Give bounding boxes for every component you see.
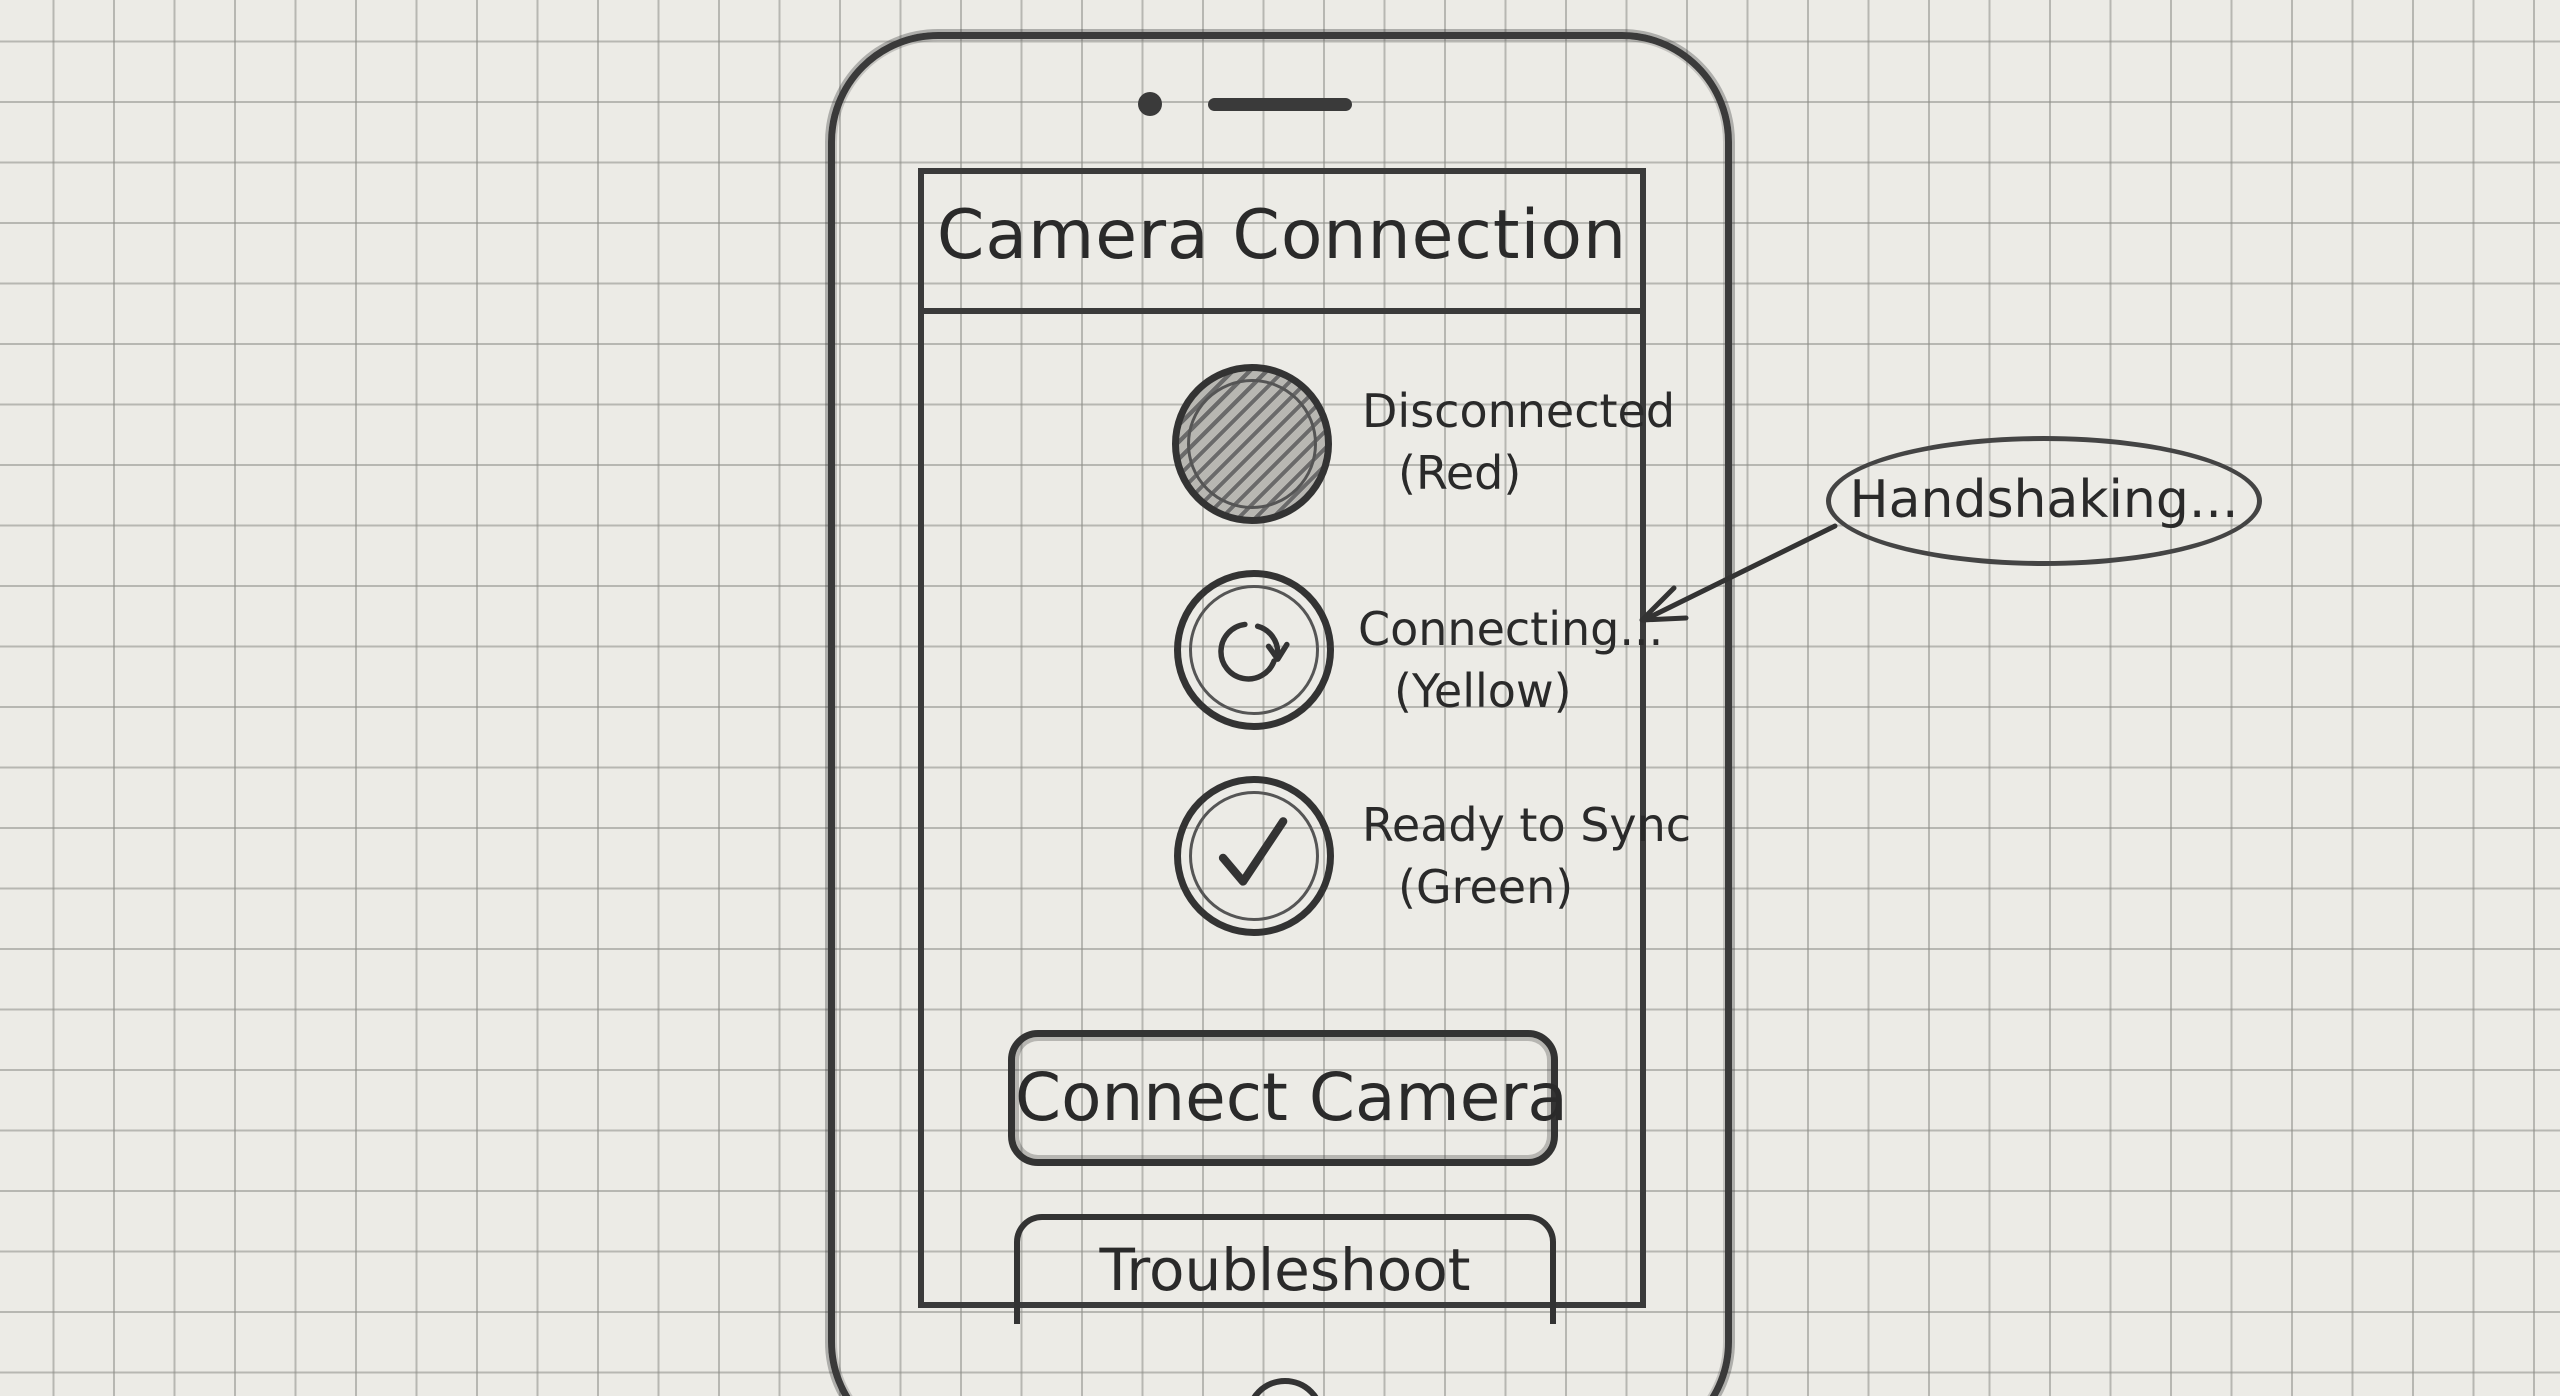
status-disconnected: Disconnected (Red) <box>1362 380 1675 504</box>
speaker-grille <box>1208 98 1352 111</box>
front-camera-icon <box>1138 92 1162 116</box>
checkmark-icon <box>1174 776 1334 936</box>
refresh-icon <box>1174 570 1334 730</box>
status-connecting: Connecting... (Yellow) <box>1358 598 1663 722</box>
annotation-text: Handshaking... <box>1849 470 2239 530</box>
status-color-note: (Green) <box>1398 860 1574 914</box>
status-label: Connecting... <box>1358 602 1664 656</box>
annotation-arrow <box>1639 523 1838 623</box>
annotation-bubble <box>1826 436 2262 566</box>
app-screen <box>918 168 1646 1308</box>
status-label: Disconnected <box>1362 384 1676 438</box>
page-title: Camera Connection <box>936 196 1628 275</box>
status-label: Ready to Sync <box>1362 798 1692 852</box>
status-ready: Ready to Sync (Green) <box>1362 794 1691 918</box>
troubleshoot-button[interactable]: Troubleshoot <box>1014 1214 1556 1324</box>
phone-frame <box>828 32 1732 1396</box>
connect-camera-button[interactable]: Connect Camera <box>1008 1030 1568 1166</box>
status-color-note: (Yellow) <box>1394 664 1572 718</box>
status-color-note: (Red) <box>1398 446 1522 500</box>
title-divider <box>918 308 1646 314</box>
hatched-circle-icon <box>1172 364 1332 524</box>
